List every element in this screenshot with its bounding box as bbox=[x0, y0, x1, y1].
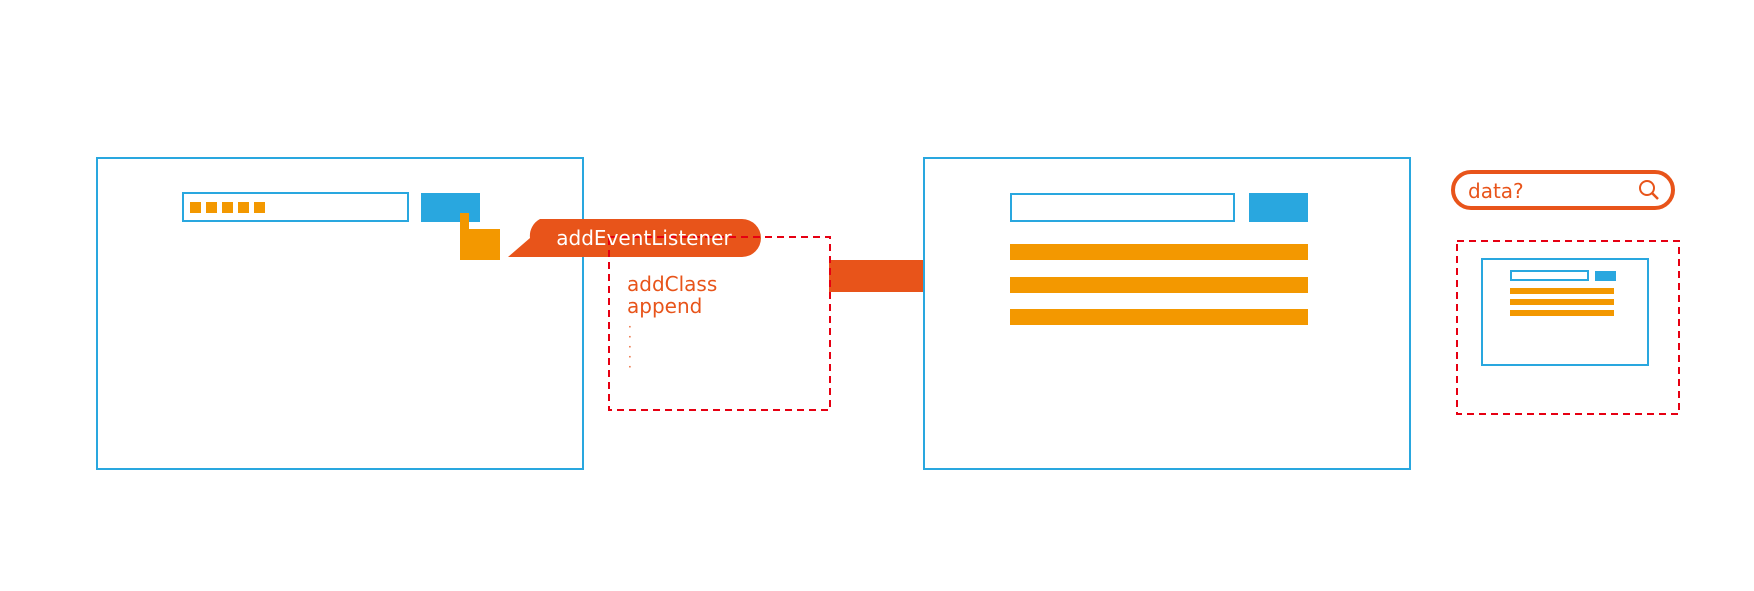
mini-list-item bbox=[1510, 299, 1614, 305]
result-list-item bbox=[1010, 244, 1308, 260]
method-append: append bbox=[627, 294, 703, 318]
submit-button[interactable] bbox=[421, 193, 480, 222]
masked-input-chars bbox=[190, 202, 265, 213]
text-input-field[interactable] bbox=[182, 192, 409, 222]
method-continuation-dots: · · · · · bbox=[628, 320, 632, 374]
search-icon[interactable] bbox=[1638, 179, 1660, 201]
mini-text-input bbox=[1510, 270, 1589, 281]
result-list-item bbox=[1010, 277, 1308, 293]
mini-list-item bbox=[1510, 310, 1614, 316]
event-listener-label: addEventListener bbox=[556, 226, 732, 250]
mini-submit-button bbox=[1595, 271, 1616, 281]
preview-box bbox=[1456, 240, 1680, 415]
click-pointer-icon bbox=[460, 213, 500, 260]
search-query-text: data? bbox=[1468, 179, 1524, 203]
mini-list-item bbox=[1510, 288, 1614, 294]
method-add-class: addClass bbox=[627, 272, 718, 296]
result-submit-button[interactable] bbox=[1249, 193, 1308, 222]
result-list-item bbox=[1010, 309, 1308, 325]
search-box[interactable]: data? bbox=[1451, 170, 1675, 210]
result-text-input[interactable] bbox=[1010, 193, 1235, 222]
method-list-box bbox=[608, 236, 831, 411]
